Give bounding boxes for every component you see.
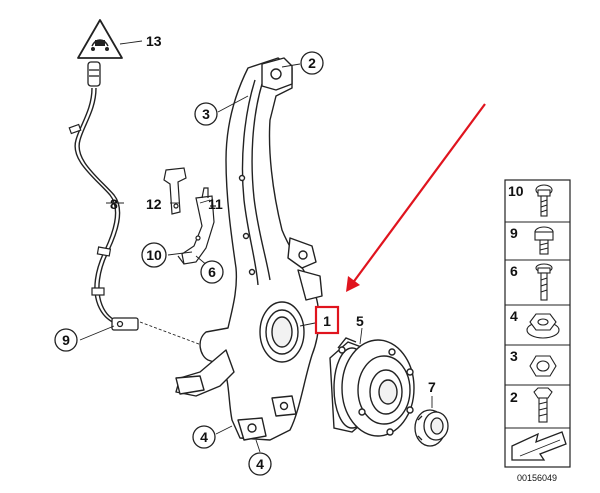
wheel-hub-bearing: [329, 337, 415, 437]
bracket-12: [163, 167, 187, 215]
hex-bolt-icon: [533, 387, 553, 423]
direction-arrow-icon: [511, 431, 567, 461]
screw-long-icon: [535, 263, 553, 301]
fastener-side-panel: 10 9 6 4 3 2: [504, 179, 571, 468]
callout-13-label: 13: [146, 33, 162, 49]
bolt-short-icon: [535, 184, 553, 217]
callout-11-label: 11: [208, 196, 223, 212]
collar-nut-7: [414, 409, 449, 447]
warning-label-icon: [77, 19, 123, 59]
bracket-11: [177, 187, 216, 265]
callout-9-label: 9: [62, 332, 70, 348]
hex-nut-icon: [529, 355, 557, 377]
callout-2: 2: [300, 51, 324, 75]
sensor-connector: [87, 61, 101, 87]
callout-4-upper-label: 4: [200, 429, 208, 445]
cable-clips: [68, 123, 112, 296]
side-panel-label-3: 3: [510, 348, 518, 364]
side-panel-label-6: 6: [510, 263, 518, 279]
callout-3-label: 3: [202, 106, 210, 122]
callout-1-highlight: 1: [314, 305, 340, 335]
callout-2-label: 2: [308, 55, 316, 71]
bolt-hex-socket-icon: [534, 226, 554, 255]
steering-knuckle: [175, 57, 323, 441]
abs-sensor-cable: [74, 87, 121, 325]
callout-10-label: 10: [146, 247, 162, 263]
callout-4-upper: 4: [192, 425, 216, 449]
callout-8-label: 8: [110, 196, 118, 212]
callout-3: 3: [194, 102, 218, 126]
callout-10: 10: [141, 242, 167, 268]
side-panel-label-2: 2: [510, 389, 518, 405]
red-pointer-arrow: [346, 103, 486, 292]
callout-6-label: 6: [208, 264, 216, 280]
collar-nut-icon: [526, 313, 560, 339]
callout-4-lower-label: 4: [256, 456, 264, 472]
callout-7-label: 7: [428, 379, 436, 395]
callout-1-label: 1: [323, 313, 331, 329]
callout-5-label: 5: [356, 313, 364, 329]
callout-4-lower: 4: [248, 452, 272, 476]
side-panel-label-9: 9: [510, 225, 518, 241]
callout-12-label: 12: [146, 196, 162, 212]
side-panel-label-10: 10: [508, 183, 524, 199]
callout-9: 9: [54, 328, 78, 352]
document-number: 00156049: [517, 473, 557, 483]
callout-6: 6: [200, 260, 224, 284]
side-panel-label-4: 4: [510, 308, 518, 324]
